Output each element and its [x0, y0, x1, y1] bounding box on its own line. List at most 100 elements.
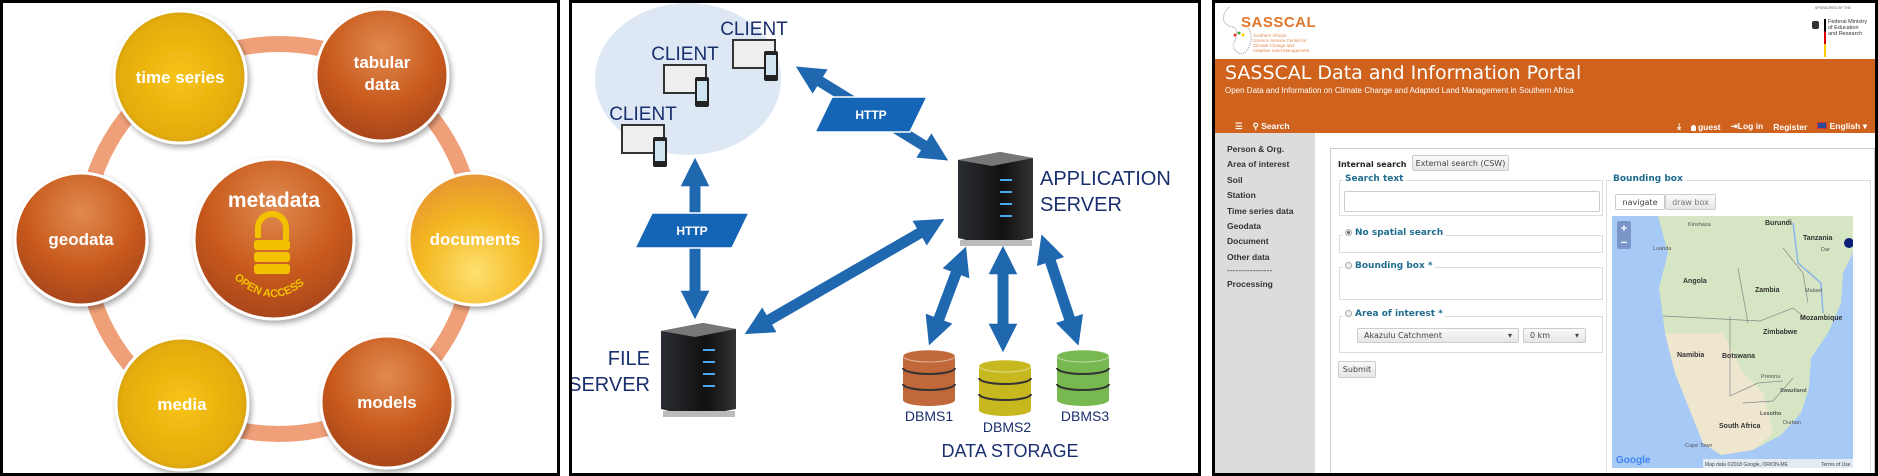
app-server-label: SERVER — [1040, 194, 1122, 216]
sidebar-item-soil[interactable]: Soil — [1227, 175, 1243, 185]
node-label: documents — [430, 230, 521, 249]
radio-icon — [1345, 310, 1352, 317]
sidebar-item-geodata[interactable]: Geodata — [1227, 221, 1262, 231]
client-label: CLIENT — [609, 104, 677, 125]
portal-banner: SASSCAL Data and Information Portal Open… — [1215, 59, 1875, 133]
sidebar-item-station[interactable]: Station — [1227, 190, 1256, 200]
node-label: data — [365, 75, 401, 94]
tab-internal-search[interactable]: Internal search — [1338, 160, 1407, 169]
search-text-legend: Search text — [1343, 174, 1406, 184]
federal-eagle-icon — [1812, 21, 1819, 29]
sidebar-item-time-series[interactable]: Time series data — [1227, 206, 1294, 216]
radio-icon — [1345, 262, 1352, 269]
nav-right: ⤓ guest ⇥Log in Register English ▾ — [1677, 121, 1867, 132]
zoom-control-bg — [1617, 221, 1631, 249]
zoom-in-button[interactable]: + — [1621, 223, 1627, 235]
area-select[interactable]: Akazulu Catchment▾ — [1357, 328, 1519, 343]
node-time-series[interactable]: time series — [112, 9, 248, 145]
tablet-phone-icon — [732, 39, 778, 81]
map-labels: Kinshasa Burundi Luanda Tanzania Dar Ang… — [1653, 220, 1842, 449]
sidebar-item-processing[interactable]: Processing — [1227, 279, 1273, 289]
google-logo: Google — [1616, 455, 1651, 466]
tab-external-search[interactable]: External search (CSW) — [1412, 155, 1509, 171]
zoom-out-button[interactable]: − — [1621, 237, 1627, 249]
svg-text:Zimbabwe: Zimbabwe — [1763, 329, 1797, 336]
svg-text:Pretoria: Pretoria — [1761, 374, 1781, 380]
http-label-top: HTTP — [813, 96, 929, 133]
data-storage-label: DATA STORAGE — [941, 441, 1078, 461]
zoom-controls[interactable]: + − — [1617, 221, 1631, 249]
bounding-box-radio[interactable]: Bounding box * — [1343, 261, 1435, 271]
terms-of-use-link[interactable]: Terms of Use — [1821, 462, 1851, 468]
http-label-left: HTTP — [633, 212, 751, 249]
chevron-down-icon: ▾ — [1862, 121, 1867, 131]
svg-text:HTTP: HTTP — [676, 224, 707, 238]
bbox-legend: Bounding box — [1611, 174, 1685, 184]
area-of-interest-radio[interactable]: Area of interest * — [1343, 309, 1445, 319]
submit-button[interactable]: Submit — [1338, 361, 1376, 378]
node-tabular-data[interactable]: tabular data — [314, 7, 450, 143]
svg-text:Kinshasa: Kinshasa — [1688, 222, 1712, 228]
svg-text:Swaziland: Swaziland — [1780, 388, 1807, 394]
file-server-label: FILE — [608, 348, 650, 370]
node-geodata[interactable]: geodata — [13, 171, 149, 307]
svg-text:Angola: Angola — [1683, 278, 1707, 285]
menu-icon[interactable]: ☰ — [1235, 121, 1243, 131]
client-labels: CLIENT CLIENT CLIENT — [609, 19, 788, 125]
nav-register[interactable]: Register — [1773, 121, 1808, 132]
chevron-down-icon: ▾ — [1507, 331, 1512, 340]
svg-text:South Africa: South Africa — [1719, 423, 1760, 430]
center-label: metadata — [228, 189, 321, 212]
chevron-down-icon: ▾ — [1574, 331, 1579, 340]
node-media[interactable]: media — [114, 336, 250, 472]
expand-layer-icon[interactable] — [1844, 238, 1853, 248]
map-view[interactable]: Kinshasa Burundi Luanda Tanzania Dar Ang… — [1612, 216, 1853, 468]
map-attribution: Map data ©2018 Google, ORION-ME — [1705, 461, 1789, 468]
architecture-diagram: CLIENT CLIENT CLIENT HTTP HTTP APPLICATI… — [572, 3, 1171, 461]
distance-select[interactable]: 0 km▾ — [1523, 328, 1586, 343]
sidebar-item-person-org[interactable]: Person & Org. — [1227, 144, 1285, 154]
nav-user[interactable]: guest — [1690, 122, 1721, 132]
no-spatial-radio[interactable]: No spatial search — [1343, 228, 1446, 238]
svg-text:Luanda: Luanda — [1653, 246, 1672, 252]
draw-box-button[interactable]: draw box — [1665, 194, 1716, 210]
sidebar-item-document[interactable]: Document — [1227, 236, 1269, 246]
node-metadata-center[interactable]: metadata OPEN ACCESS — [192, 157, 356, 321]
node-documents[interactable]: documents — [407, 171, 543, 307]
nav-search[interactable]: ⚲ Search — [1252, 121, 1290, 131]
tablet-phone-icon — [663, 64, 709, 107]
download-icon[interactable]: ⤓ — [1677, 121, 1681, 131]
database-dbms2-icon — [978, 359, 1032, 416]
portal-title: SASSCAL Data and Information Portal — [1225, 62, 1582, 84]
arid-land — [1665, 333, 1773, 455]
node-models[interactable]: models — [319, 334, 455, 470]
search-text-input[interactable] — [1344, 191, 1600, 212]
node-label: media — [157, 395, 207, 414]
login-icon: ⇥ — [1730, 121, 1738, 131]
metadata-ring-diagram: time series tabular data documents model… — [13, 7, 543, 472]
svg-text:Mozambique: Mozambique — [1800, 315, 1842, 322]
tablet-phone-icon — [621, 124, 667, 167]
dbms3-label: DBMS3 — [1061, 408, 1109, 424]
nav-login[interactable]: ⇥Log in — [1730, 121, 1764, 131]
radio-selected-icon — [1345, 229, 1352, 236]
node-label: tabular — [354, 53, 411, 72]
dbms1-label: DBMS1 — [905, 408, 953, 424]
svg-text:Tanzania: Tanzania — [1803, 235, 1833, 242]
sasscal-logo[interactable]: SASSCAL — [1241, 14, 1317, 31]
application-server-icon — [958, 152, 1033, 246]
svg-text:Lesotho: Lesotho — [1760, 411, 1782, 417]
svg-text:HTTP: HTTP — [855, 108, 886, 122]
sidebar-item-other-data[interactable]: Other data — [1227, 252, 1270, 262]
sidebar-item-area-of-interest[interactable]: Area of interest — [1227, 159, 1290, 169]
svg-text:Dar: Dar — [1821, 247, 1830, 253]
portal-subtitle: Open Data and Information on Climate Cha… — [1225, 86, 1574, 95]
navigate-button[interactable]: navigate — [1615, 194, 1665, 210]
open-access-lock-icon — [254, 211, 290, 274]
arrow-app-dbms1 — [925, 246, 970, 346]
language-select[interactable]: English ▾ — [1817, 121, 1867, 132]
node-label: time series — [136, 68, 225, 87]
